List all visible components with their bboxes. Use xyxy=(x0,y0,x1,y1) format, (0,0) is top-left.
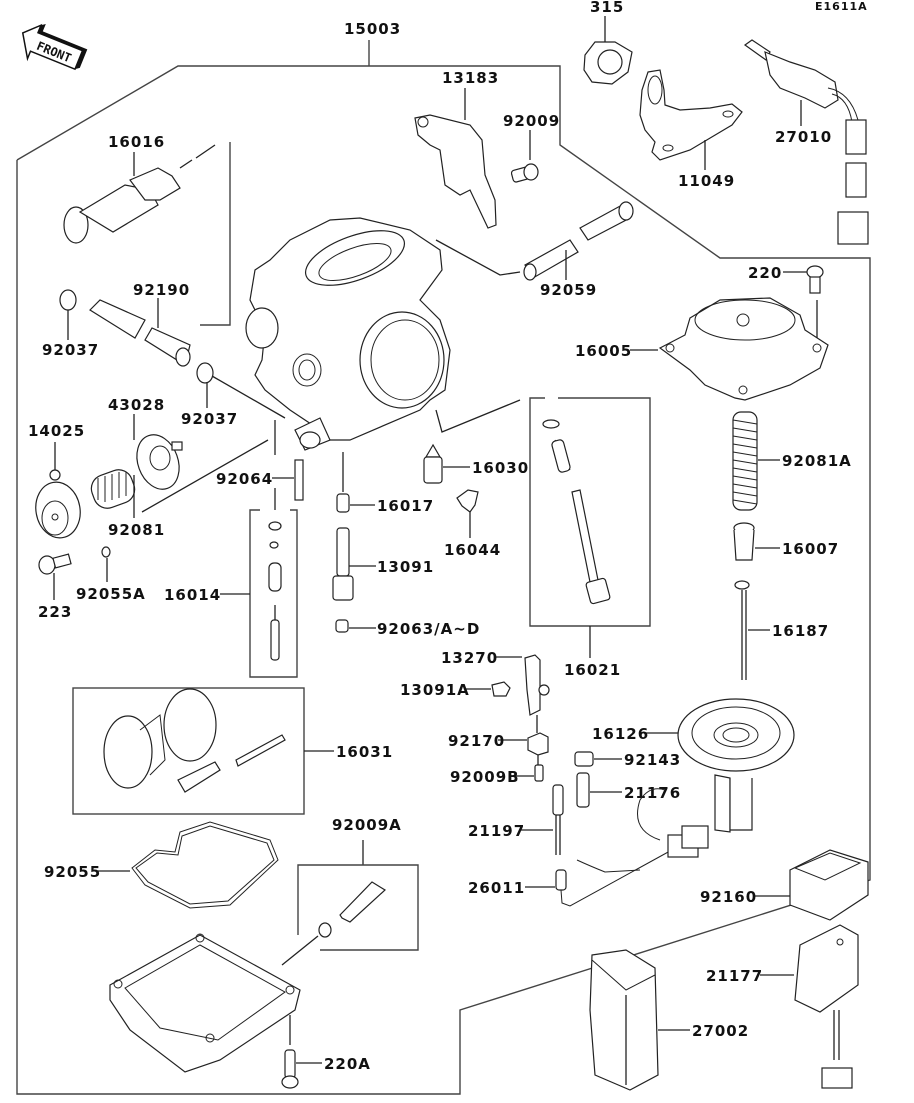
part-cover-14025: 14025 xyxy=(28,422,85,539)
part-screw-set-92009A: 92009A xyxy=(281,816,419,966)
part-clip-92037-left: 92037 xyxy=(42,289,99,359)
part-label-13183: 13183 xyxy=(442,69,499,87)
part-label-92059: 92059 xyxy=(540,281,597,299)
part-bracket-11049: 11049 xyxy=(639,69,743,190)
front-arrow-icon: FRONT xyxy=(21,23,88,71)
part-label-16021: 16021 xyxy=(564,661,621,679)
part-screw-92009: 92009 xyxy=(503,112,560,183)
part-oring-92055A: 92055A xyxy=(76,546,146,603)
part-label-13091A: 13091A xyxy=(400,681,470,699)
part-label-92081A: 92081A xyxy=(782,452,852,470)
part-diaphragm-16126: 16126 xyxy=(592,698,795,833)
part-label-315: 315 xyxy=(590,0,624,16)
part-label-92009A: 92009A xyxy=(332,816,402,834)
part-screw-223: 223 xyxy=(38,553,72,621)
part-label-16030: 16030 xyxy=(472,459,529,477)
part-label-15003: 15003 xyxy=(344,20,401,38)
part-label-92190: 92190 xyxy=(133,281,190,299)
part-label-11049: 11049 xyxy=(678,172,735,190)
part-label-21176: 21176 xyxy=(624,784,681,802)
part-cover-16005: 16005 xyxy=(575,297,829,401)
part-needle-jet-13091: 13091 xyxy=(332,527,434,601)
part-collar-92143: 92143 xyxy=(574,751,681,769)
part-jet-92063: 92063/A~D xyxy=(335,619,480,638)
part-nut-315: 315 xyxy=(583,0,633,85)
part-label-92170: 92170 xyxy=(448,732,505,750)
part-label-27010: 27010 xyxy=(775,128,832,146)
part-needle-16187: 16187 xyxy=(734,580,829,680)
part-spring-92081A: 92081A xyxy=(732,411,852,511)
part-label-13091: 13091 xyxy=(377,558,434,576)
part-label-92063: 92063/A~D xyxy=(377,620,480,638)
part-unit-21177: 21177 xyxy=(706,924,859,1089)
part-label-92037-right: 92037 xyxy=(181,410,238,428)
part-label-92055A: 92055A xyxy=(76,585,146,603)
part-label-220A: 220A xyxy=(324,1055,371,1073)
part-float-valve-16030: 16030 xyxy=(423,443,529,484)
part-label-16031: 16031 xyxy=(336,743,393,761)
assembly-frame xyxy=(16,40,871,1095)
part-screw-220A: 220A xyxy=(281,1049,371,1089)
part-label-16007: 16007 xyxy=(782,540,839,558)
part-holder-16007: 16007 xyxy=(733,522,839,561)
part-jet-16017: 16017 xyxy=(336,452,434,515)
part-label-92064: 92064 xyxy=(216,470,273,488)
part-jet-92064: 92064 xyxy=(216,420,304,510)
part-label-92009B: 92009B xyxy=(450,768,520,786)
part-screw-92009B: 92009B xyxy=(450,764,544,786)
part-label-13270: 13270 xyxy=(441,649,498,667)
part-label-220: 220 xyxy=(748,264,782,282)
part-wiring-26011: 26011 xyxy=(468,788,709,907)
part-cover-92160: 92160 xyxy=(700,849,869,921)
part-screw-220: 220 xyxy=(748,264,824,338)
part-float-16031: 16031 xyxy=(72,687,393,815)
part-clip-16044: 16044 xyxy=(444,489,501,559)
part-label-14025: 14025 xyxy=(28,422,85,440)
part-gasket-92055: 92055 xyxy=(44,821,279,909)
part-bracket-13183: 13183 xyxy=(414,69,499,229)
part-label-27002: 27002 xyxy=(692,1022,749,1040)
part-label-21177: 21177 xyxy=(706,967,763,985)
part-label-26011: 26011 xyxy=(468,879,525,897)
part-holder-92170: 92170 xyxy=(448,715,549,765)
part-label-92055: 92055 xyxy=(44,863,101,881)
part-bracket-13270: 13270 xyxy=(441,649,541,716)
part-label-16014: 16014 xyxy=(164,586,221,604)
part-label-16016: 16016 xyxy=(108,133,165,151)
part-label-223: 223 xyxy=(38,603,72,621)
part-label-16017: 16017 xyxy=(377,497,434,515)
part-label-92009: 92009 xyxy=(503,112,560,130)
part-valve-21176: 21176 xyxy=(576,772,681,808)
part-label-16187: 16187 xyxy=(772,622,829,640)
part-heater-21197: 21197 xyxy=(468,784,564,855)
part-label-16126: 16126 xyxy=(592,725,649,743)
part-label-16005: 16005 xyxy=(575,342,632,360)
part-relay-27002: 27002 xyxy=(589,949,749,1091)
diagram-code: E1611A xyxy=(815,0,868,13)
part-pipe-92190: 92190 xyxy=(89,281,191,367)
part-label-92143: 92143 xyxy=(624,751,681,769)
part-clip-92037-right: 92037 xyxy=(181,362,286,428)
part-pipe-92059: 92059 xyxy=(523,201,634,299)
part-spring-92081: 92081 xyxy=(90,439,269,539)
part-diaphragm-43028: 43028 xyxy=(108,396,183,490)
part-label-43028: 43028 xyxy=(108,396,165,414)
part-label-92081: 92081 xyxy=(108,521,165,539)
part-holder-13091A: 13091A xyxy=(400,681,550,699)
part-label-92037-left: 92037 xyxy=(42,341,99,359)
part-float-bowl xyxy=(109,933,301,1073)
part-sensor-27010: 27010 xyxy=(743,39,869,245)
part-screw-set-16014: 16014 xyxy=(164,509,298,678)
part-needle-set-16021: 16021 xyxy=(529,397,651,679)
part-label-21197: 21197 xyxy=(468,822,525,840)
part-plunger-16016: 16016 xyxy=(63,133,231,326)
part-carburetor-body xyxy=(245,217,521,451)
part-label-92160: 92160 xyxy=(700,888,757,906)
part-label-16044: 16044 xyxy=(444,541,501,559)
